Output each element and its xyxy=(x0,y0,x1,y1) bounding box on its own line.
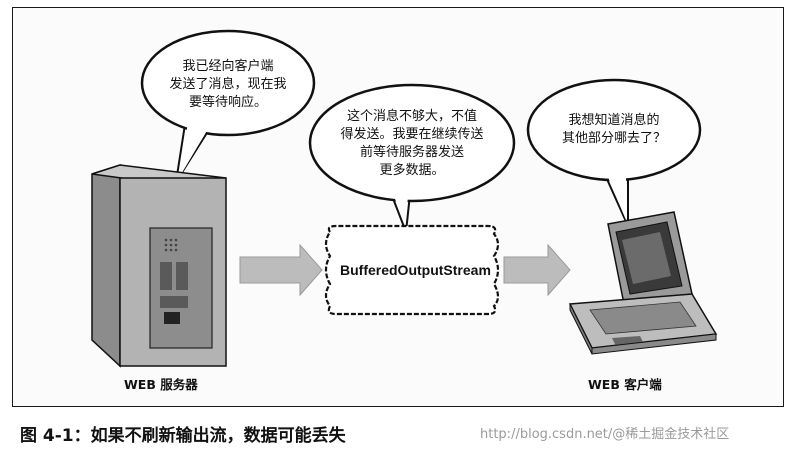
stream-bubble-text: 这个消息不够大，不值 得发送。我要在继续传送 前等待服务器发送 更多数据。 xyxy=(340,109,484,178)
server-bubble-text: 我已经向客户端 发送了消息，现在我 要等待响应。 xyxy=(169,59,287,110)
laptop-illustration xyxy=(568,211,718,355)
client-label: WEB 客户端 xyxy=(588,377,662,392)
server-illustration xyxy=(91,163,227,368)
stream-label: BufferedOutputStream xyxy=(340,262,491,278)
server-label: WEB 服务器 xyxy=(124,377,198,392)
figure-caption: 图 4-1：如果不刷新输出流，数据可能丢失 xyxy=(20,426,346,446)
watermark: http://blog.csdn.net/@稀土掘金技术社区 xyxy=(480,427,730,442)
client-bubble-text: 我想知道消息的 其他部分哪去了？ xyxy=(561,113,666,146)
arrow-server-to-stream xyxy=(239,243,323,297)
speech-bubble-server xyxy=(140,29,316,183)
arrow-stream-to-client xyxy=(503,243,571,297)
buffered-stream-shape xyxy=(324,224,500,316)
speech-bubble-client xyxy=(526,78,702,227)
speech-bubble-stream xyxy=(308,83,516,233)
